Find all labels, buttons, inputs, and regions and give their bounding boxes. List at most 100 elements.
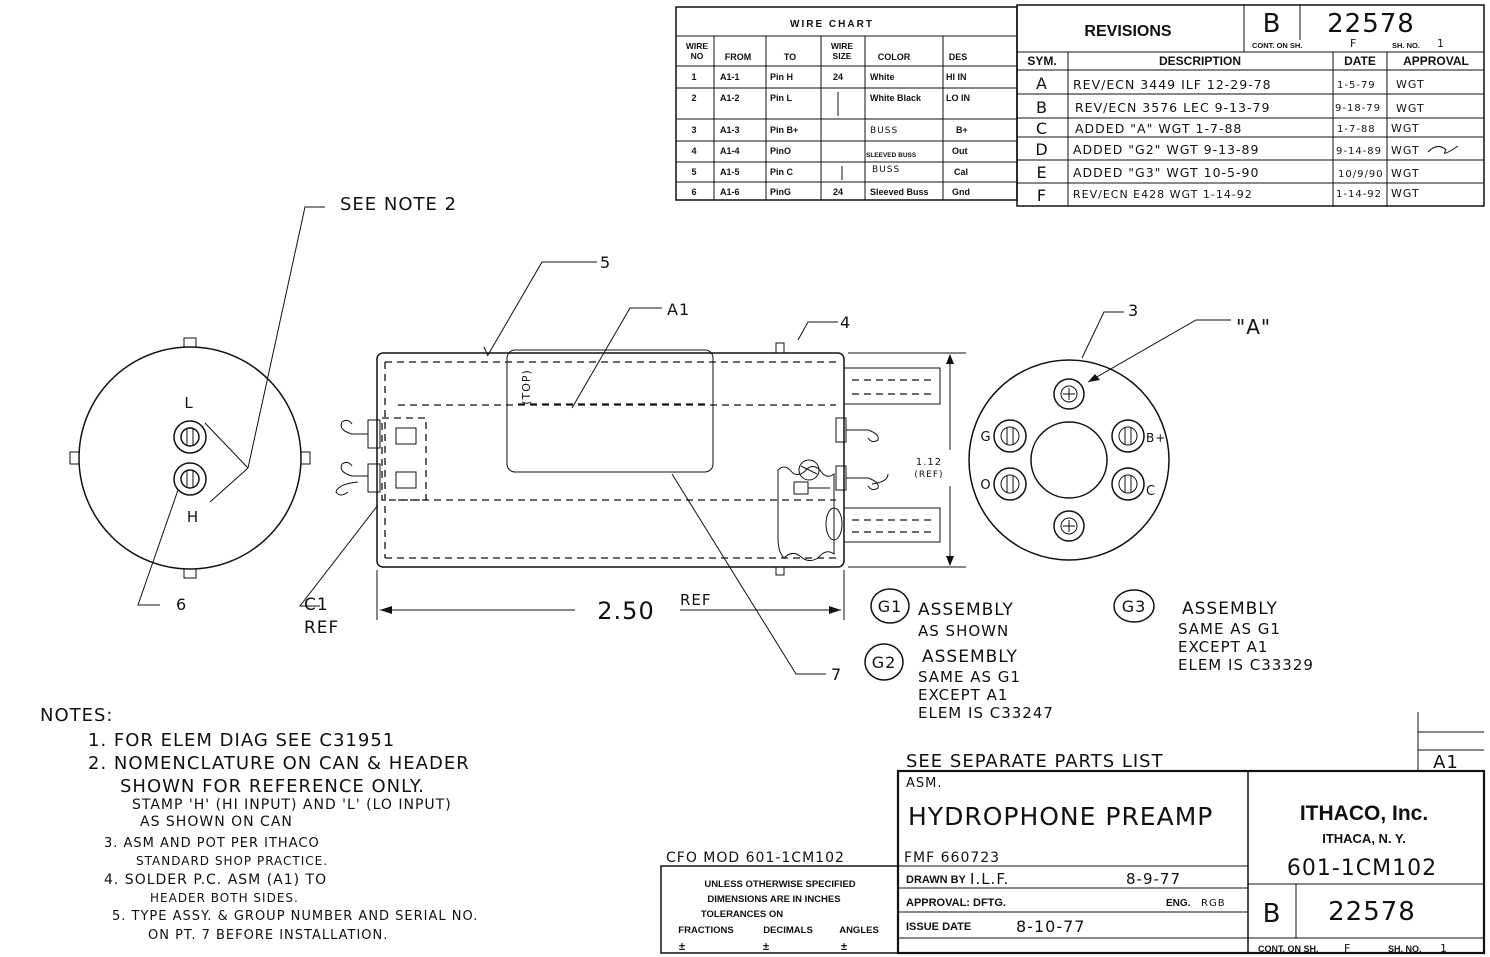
dim-2-50-ref: REF [680,591,712,609]
tolerance-pm: ± [763,941,769,953]
a1-box: A1 [1433,752,1459,773]
revisions-dwg-letter: B [1263,9,1282,39]
wire-row-size: 24 [833,187,843,197]
wire-row-des: Cal [954,167,968,177]
asm-label: ASM. [906,776,943,791]
cont-label: CONT. ON SH. [1258,944,1319,954]
tolerance-line: DIMENSIONS ARE IN INCHES [707,894,840,905]
wire-row-size: 24 [833,72,843,82]
wire-row-no: 4 [691,146,696,156]
callout-c1-ref: REF [304,618,339,638]
pin-c-icon [1111,467,1145,501]
callout-a1: A1 [667,300,690,319]
wire-row-to: Pin H [770,72,793,82]
drawing-number: 22578 [1328,897,1416,927]
revisions-cont-value: F [1350,37,1357,50]
drawn-date: 8-9-77 [1126,870,1181,888]
callout-6: 6 [176,595,187,614]
wire-row-from: A1-2 [720,93,740,103]
cfo-mod: CFO MOD 601-1CM102 [666,850,845,866]
top-label: (TOP) [520,369,533,405]
group-g3-line: EXCEPT A1 [1178,638,1268,656]
note-line: AS SHOWN ON CAN [140,814,293,830]
revision-approval: WGT [1396,78,1425,91]
note-line: 5. TYPE ASSY. & GROUP NUMBER AND SERIAL … [112,909,478,924]
wire-row-no: 2 [691,93,696,103]
wire-chart-header-wire-no: WIRE [686,41,709,51]
revision-approval: WGT [1391,144,1420,157]
side-view-can: (TOP) [298,261,966,675]
note-line: SHOWN FOR REFERENCE ONLY. [120,776,425,797]
tolerance-col: DECIMALS [763,925,813,936]
wire-row-color: SLEEVED BUSS [866,152,917,159]
group-g3-line: ELEM IS C33329 [1178,656,1314,674]
sh-value: 1 [1440,942,1448,955]
revisions-sh-value: 1 [1437,37,1445,50]
title-block: SEE SEPARATE PARTS LIST A1 ASM. HYDROPHO… [660,712,1486,955]
wire-row-des: B+ [956,125,968,135]
group-g1-line: AS SHOWN [918,622,1009,640]
wire-chart-header-wire: WIRE [831,41,854,51]
note-line: 2. NOMENCLATURE ON CAN & HEADER [88,753,470,774]
tolerance-col: ANGLES [839,925,879,936]
revision-approval: WGT [1391,122,1420,135]
wire-row-des: Gnd [952,187,970,197]
revision-sym: E [1036,163,1047,182]
see-note-2-callout: SEE NOTE 2 [340,194,457,215]
wire-chart-header-size: SIZE [833,51,852,61]
wire-chart-header-no: NO [691,51,704,61]
pin-o-label: O [980,478,991,493]
revisions-block: REVISIONS B 22578 CONT. ON SH. F SH. NO.… [1016,4,1485,207]
group-g1-tag: G1 [878,597,903,616]
company-name: ITHACO, Inc. [1300,802,1428,825]
wire-chart-header-to: TO [784,52,796,62]
revisions-header-date: DATE [1344,54,1376,68]
approval-signature-icon [1427,145,1459,154]
revision-date: 9-14-89 [1336,146,1382,157]
note-line: 4. SOLDER P.C. ASM (A1) TO [104,872,327,888]
pin-g-icon [993,419,1027,453]
revisions-sh-label: SH. NO. [1392,41,1420,50]
revision-description: ADDED "G3" WGT 10-5-90 [1073,165,1259,180]
callout-7: 7 [831,665,842,684]
tolerance-col: FRACTIONS [678,925,733,936]
revision-description: REV/ECN 3576 LEC 9-13-79 [1075,100,1270,115]
callout-5: 5 [600,253,611,272]
group-g3-line: SAME AS G1 [1178,620,1281,638]
notes-title: NOTES: [40,705,114,726]
pin-bplus-icon [1111,419,1145,453]
wire-row-from: A1-4 [720,146,740,156]
callout-4: 4 [840,313,851,332]
plus-screw-icon [1053,510,1085,542]
revision-sym: F [1037,186,1047,205]
revisions-title: REVISIONS [1084,23,1171,40]
group-g2-line: ASSEMBLY [922,647,1018,667]
group-g2-line: ELEM IS C33247 [918,704,1054,722]
eng-value: RGB [1201,898,1226,909]
revision-sym: A [1036,74,1048,93]
pin-c-label: C [1146,484,1156,499]
company-city: ITHACA, N. Y. [1322,831,1406,846]
revisions-header-approval: APPROVAL [1403,54,1469,68]
tolerance-pm: ± [841,941,847,953]
callout-3: 3 [1128,301,1139,320]
wire-row-color: Sleeved Buss [870,187,929,197]
wire-row-to: Pin L [770,93,793,103]
note-line: 1. FOR ELEM DIAG SEE C31951 [88,730,395,751]
revision-date: 1-14-92 [1336,189,1382,200]
revision-date: 10/9/90 [1338,169,1384,180]
tolerance-pm: ± [679,941,685,953]
wire-chart-title: WIRE CHART [790,19,874,30]
revision-approval: WGT [1391,187,1420,200]
pin-o-icon [993,467,1027,501]
group-g2-tag: G2 [872,653,897,672]
note-line: STANDARD SHOP PRACTICE. [136,854,328,868]
model-number: 601-1CM102 [1287,856,1437,881]
revision-date: 1-5-79 [1337,80,1376,91]
wire-chart-header-from: FROM [725,52,752,62]
wire-row-to: Pin C [770,167,794,177]
group-g3: G3 ASSEMBLY SAME AS G1 EXCEPT A1 ELEM IS… [1113,589,1314,674]
wire-row-from: A1-6 [720,187,740,197]
wire-row-no: 3 [691,125,696,135]
wire-row-no: 6 [691,187,696,197]
